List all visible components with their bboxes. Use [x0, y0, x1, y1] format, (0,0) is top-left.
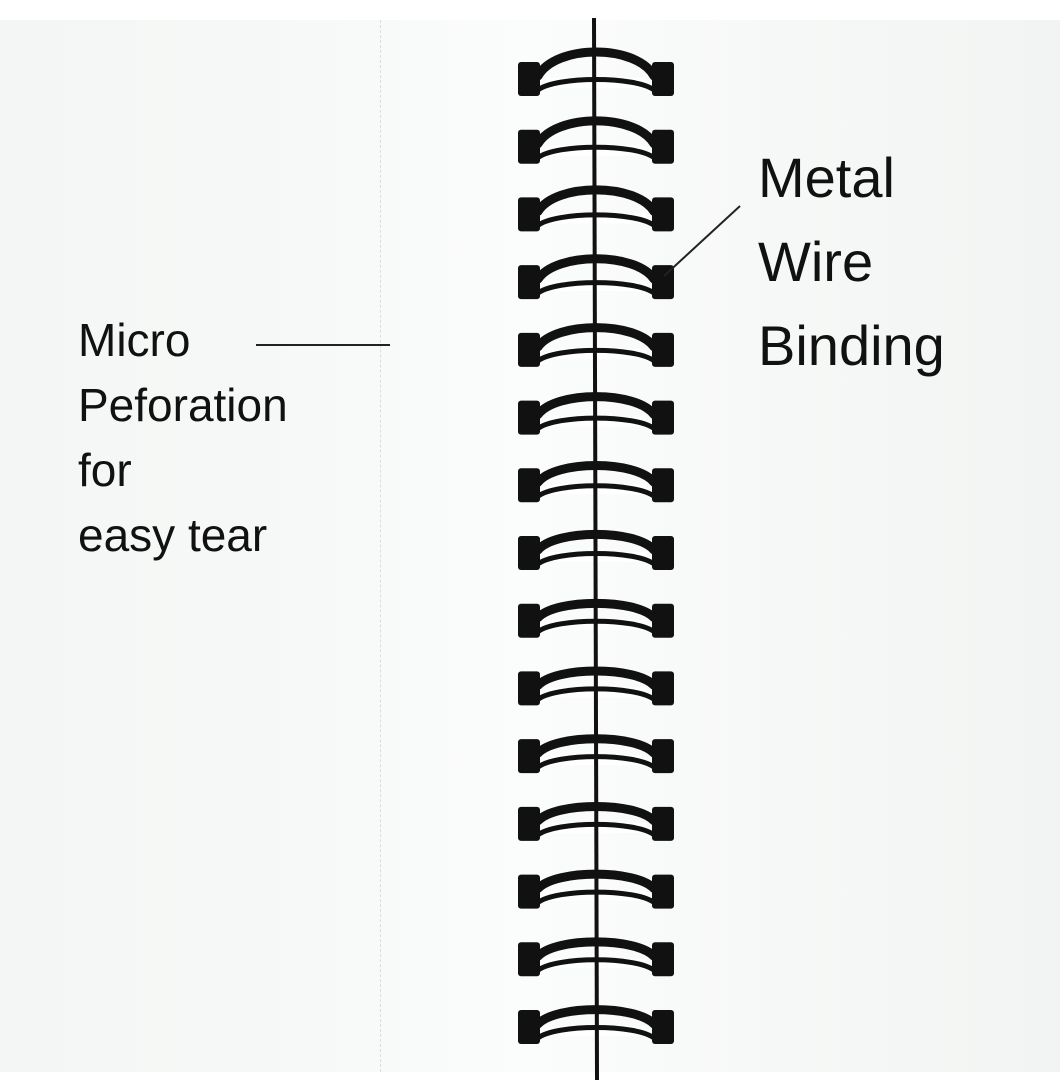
- binding-spine-line: [594, 18, 597, 1080]
- binding-loop-left-end: [518, 401, 540, 435]
- binding-loop-right-end: [652, 739, 674, 773]
- binding-loop-left-end: [518, 130, 540, 164]
- perforation-label-line-4: easy tear: [78, 503, 288, 568]
- binding-label-line-3: Binding: [758, 304, 945, 388]
- perforation-label-line-2: Peforation: [78, 373, 288, 438]
- binding-loop-left-end: [518, 468, 540, 502]
- binding-loop-right-end: [652, 604, 674, 638]
- binding-loop-left-end: [518, 739, 540, 773]
- perforation-label-line-3: for: [78, 438, 288, 503]
- perforation-callout-label: Micro Peforation for easy tear: [78, 308, 288, 568]
- binding-loop-right-end: [652, 265, 674, 299]
- binding-label-line-2: Wire: [758, 220, 945, 304]
- binding-loop-right-end: [652, 875, 674, 909]
- binding-loop-left-end: [518, 807, 540, 841]
- binding-callout-label: Metal Wire Binding: [758, 136, 945, 388]
- binding-loop-right-end: [652, 401, 674, 435]
- binding-loop-left-end: [518, 333, 540, 367]
- binding-loop-right-end: [652, 62, 674, 96]
- binding-loop-right-end: [652, 671, 674, 705]
- binding-loop-right-end: [652, 130, 674, 164]
- binding-loop-right-end: [652, 197, 674, 231]
- binding-loop-right-end: [652, 942, 674, 976]
- binding-loop-right-end: [652, 468, 674, 502]
- binding-loop-left-end: [518, 942, 540, 976]
- binding-loop-left-end: [518, 604, 540, 638]
- binding-loop-right-end: [652, 536, 674, 570]
- binding-loop-right-end: [652, 333, 674, 367]
- binding-loop-left-end: [518, 197, 540, 231]
- binding-loop-left-end: [518, 1010, 540, 1044]
- perforation-label-line-1: Micro: [78, 308, 288, 373]
- binding-loop-left-end: [518, 62, 540, 96]
- binding-loop-right-end: [652, 807, 674, 841]
- binding-loop-left-end: [518, 265, 540, 299]
- binding-loop-left-end: [518, 536, 540, 570]
- binding-loop-right-end: [652, 1010, 674, 1044]
- binding-loop-left-end: [518, 671, 540, 705]
- binding-loop-left-end: [518, 875, 540, 909]
- binding-label-line-1: Metal: [758, 136, 945, 220]
